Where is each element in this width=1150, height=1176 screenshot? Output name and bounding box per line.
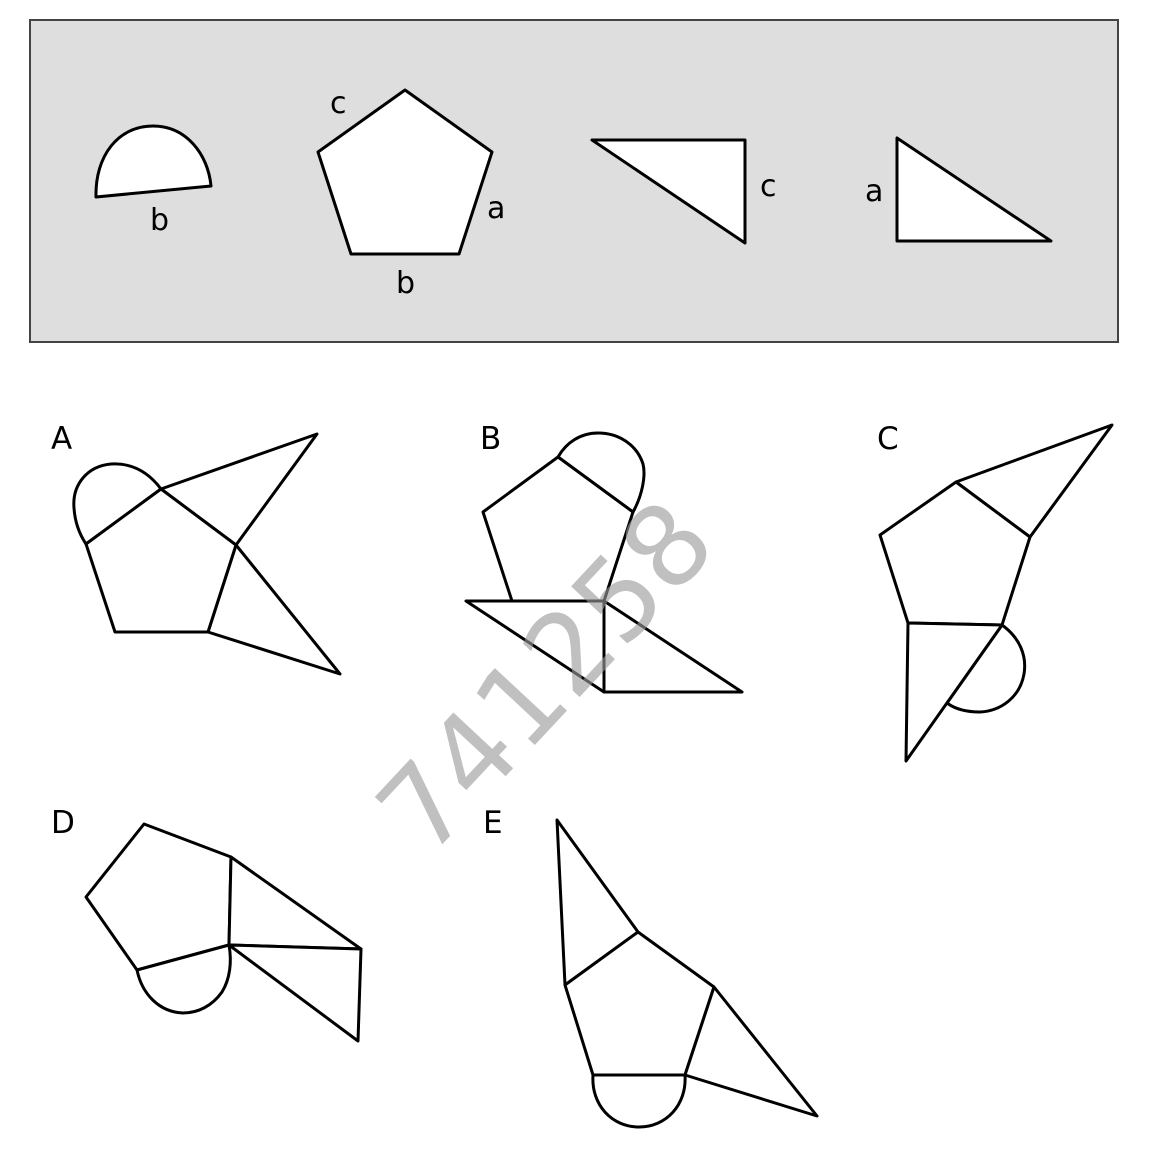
option-c-label: C xyxy=(877,421,899,457)
option-e-label: E xyxy=(483,805,503,841)
option-c-triangle-bottom xyxy=(904,621,1004,763)
option-d-triangle-bottom xyxy=(227,943,363,1043)
piece-semicircle: b xyxy=(94,124,213,238)
piece-triangle-2: a xyxy=(865,136,1053,243)
option-c[interactable]: C xyxy=(877,421,1114,763)
option-d-pentagon xyxy=(84,822,233,972)
option-d-label: D xyxy=(51,805,75,841)
option-a-label: A xyxy=(51,421,72,457)
option-b-semicircle xyxy=(556,431,646,514)
semicircle-label-b: b xyxy=(150,203,169,238)
pentagon-label-a: a xyxy=(487,191,505,226)
given-pieces-panel: b c a b c a xyxy=(29,19,1119,343)
pentagon-label-b: b xyxy=(396,266,415,301)
option-b-label: B xyxy=(480,421,501,457)
option-d[interactable]: D xyxy=(51,805,363,1043)
option-c-semicircle xyxy=(945,623,1027,714)
piece-triangle-1: c xyxy=(590,138,777,245)
pentagon-label-c: c xyxy=(330,86,347,121)
triangle-1-shape xyxy=(590,138,747,245)
option-a-semicircle xyxy=(72,462,163,546)
option-e-semicircle xyxy=(591,1073,687,1129)
option-a-pentagon xyxy=(84,487,238,634)
option-d-triangle-top xyxy=(227,855,363,951)
piece-pentagon: c a b xyxy=(316,86,505,301)
option-e[interactable]: E xyxy=(483,805,819,1129)
triangle-2-shape xyxy=(895,136,1053,243)
semicircle-shape xyxy=(94,124,213,199)
option-a[interactable]: A xyxy=(51,421,342,676)
triangle-2-label-a: a xyxy=(865,174,883,209)
option-b[interactable]: B xyxy=(464,421,744,694)
option-b-triangle-right xyxy=(602,599,744,694)
triangle-1-label-c: c xyxy=(760,169,777,204)
option-d-semicircle xyxy=(135,943,232,1015)
pentagon-shape xyxy=(316,88,494,256)
option-e-triangle-right xyxy=(683,985,819,1118)
